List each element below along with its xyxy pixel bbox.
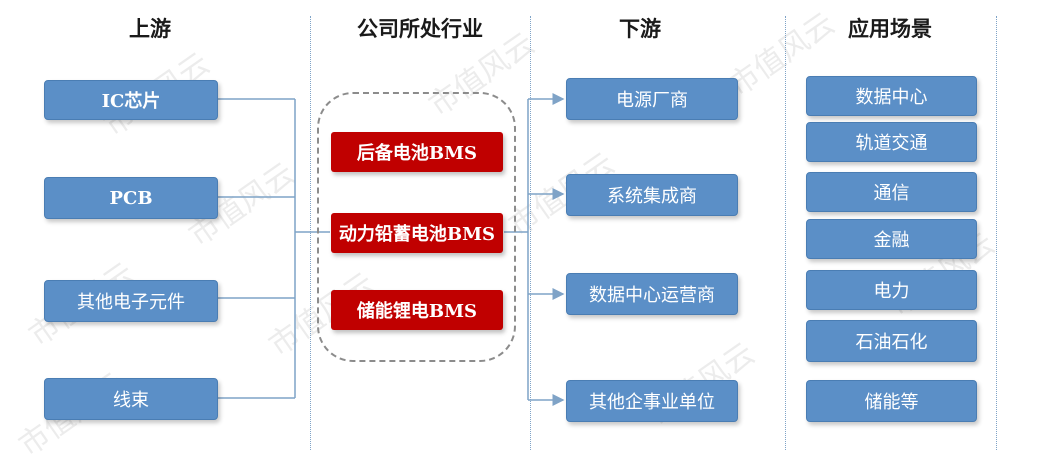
application-item-finance: 金融 bbox=[806, 219, 977, 259]
application-item-telecom: 通信 bbox=[806, 172, 977, 212]
application-item-data-center: 数据中心 bbox=[806, 76, 977, 116]
column-divider bbox=[530, 16, 531, 450]
upstream-item-wire-harness: 线束 bbox=[44, 378, 218, 420]
column-title-applications: 应用场景 bbox=[848, 17, 932, 41]
upstream-item-ic-chip: IC芯片 bbox=[44, 80, 218, 120]
column-title-upstream: 上游 bbox=[129, 17, 171, 41]
column-divider bbox=[785, 16, 786, 450]
industry-group-frame bbox=[317, 92, 516, 362]
application-item-petrochemical: 石油石化 bbox=[806, 320, 977, 362]
industry-item-lithium-storage-bms: 储能锂电BMS bbox=[331, 290, 503, 330]
downstream-item-power-supply-makers: 电源厂商 bbox=[566, 78, 738, 120]
application-item-power: 电力 bbox=[806, 270, 977, 310]
industry-item-backup-battery-bms: 后备电池BMS bbox=[331, 132, 503, 172]
column-divider bbox=[310, 16, 311, 450]
column-title-downstream: 下游 bbox=[619, 17, 661, 41]
column-title-industry: 公司所处行业 bbox=[357, 17, 483, 41]
downstream-item-other-enterprises: 其他企事业单位 bbox=[566, 380, 738, 422]
application-item-rail-transit: 轨道交通 bbox=[806, 122, 977, 162]
upstream-item-pcb: PCB bbox=[44, 177, 218, 219]
column-divider bbox=[996, 16, 997, 450]
application-item-energy-storage: 储能等 bbox=[806, 380, 977, 422]
downstream-item-system-integrators: 系统集成商 bbox=[566, 174, 738, 216]
industry-item-lead-acid-bms: 动力铅蓄电池BMS bbox=[331, 213, 503, 253]
downstream-item-data-center-operators: 数据中心运营商 bbox=[566, 273, 738, 315]
upstream-item-electronic-components: 其他电子元件 bbox=[44, 280, 218, 322]
